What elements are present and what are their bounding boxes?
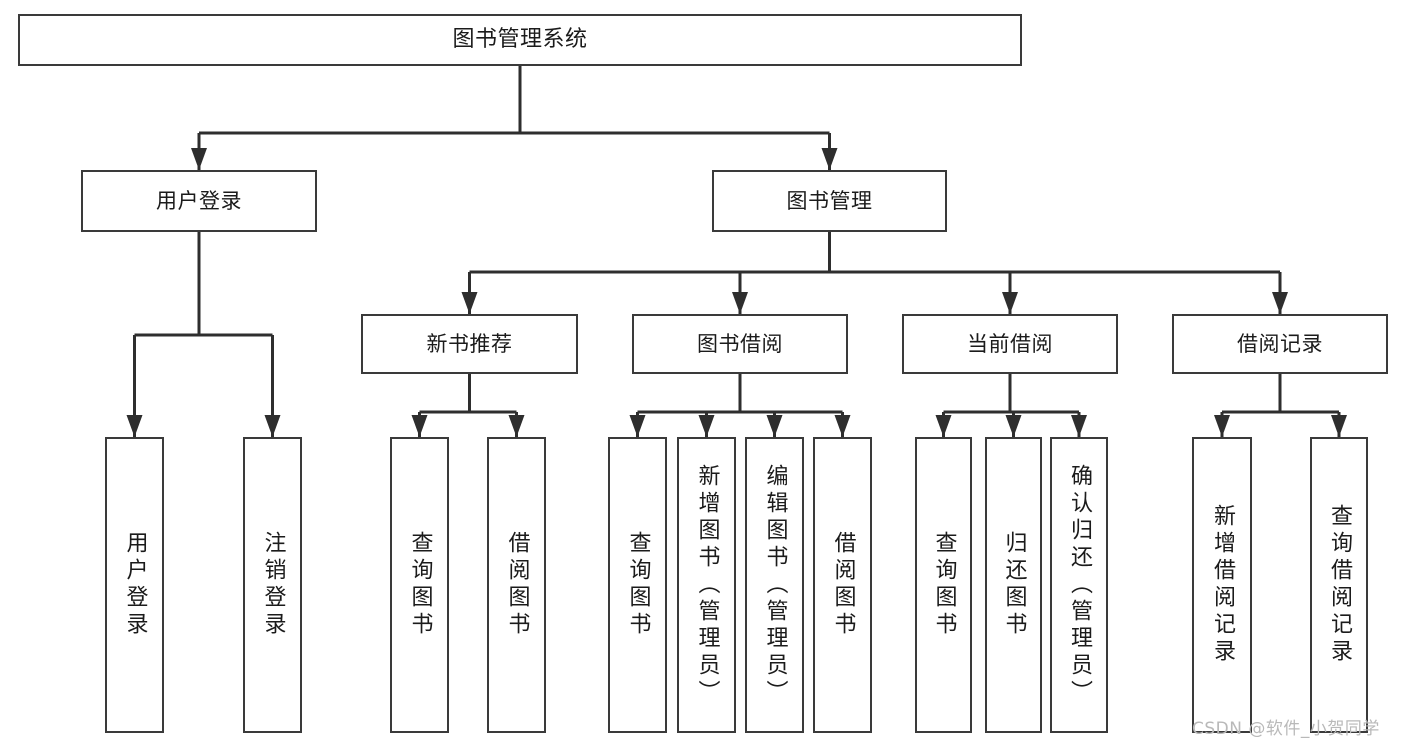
node-l5[interactable]: 查询图书	[608, 437, 667, 733]
node-label-l8: 借阅图书	[830, 531, 856, 639]
node-login[interactable]: 用户登录	[81, 170, 317, 232]
node-root[interactable]: 图书管理系统	[18, 14, 1022, 66]
node-l10[interactable]: 归还图书	[985, 437, 1042, 733]
node-l8[interactable]: 借阅图书	[813, 437, 872, 733]
edge-arrowhead	[411, 415, 428, 437]
node-records[interactable]: 借阅记录	[1172, 314, 1388, 374]
node-l4[interactable]: 借阅图书	[487, 437, 546, 733]
node-label-l10: 归还图书	[1001, 531, 1027, 639]
node-bookmgmt[interactable]: 图书管理	[712, 170, 947, 232]
node-current[interactable]: 当前借阅	[902, 314, 1118, 374]
edge-arrowhead	[126, 415, 143, 437]
node-label-l5: 查询图书	[625, 531, 651, 639]
node-l2[interactable]: 注销登录	[243, 437, 302, 733]
edge-arrowhead	[1214, 415, 1230, 437]
node-label-l2: 注销登录	[260, 531, 286, 639]
edge-arrowhead	[1071, 415, 1087, 437]
node-label-l13: 查询借阅记录	[1327, 504, 1352, 666]
node-label-l11: 确认归还（管理员）	[1067, 463, 1092, 707]
node-label-newrec: 新书推荐	[426, 331, 513, 356]
node-label-l6: 新增图书（管理员）	[694, 463, 720, 707]
edge-arrowhead	[821, 148, 838, 170]
node-borrow[interactable]: 图书借阅	[632, 314, 848, 374]
edge-arrowhead	[264, 415, 281, 437]
node-label-l4: 借阅图书	[504, 531, 530, 639]
node-l11[interactable]: 确认归还（管理员）	[1050, 437, 1108, 733]
edge-arrowhead	[1005, 415, 1022, 437]
node-label-l9: 查询图书	[931, 531, 957, 639]
node-l3[interactable]: 查询图书	[390, 437, 449, 733]
node-label-l12: 新增借阅记录	[1210, 504, 1235, 666]
edge-arrowhead	[461, 292, 478, 314]
edge-arrowhead	[629, 415, 646, 437]
node-l7[interactable]: 编辑图书（管理员）	[745, 437, 804, 733]
node-l9[interactable]: 查询图书	[915, 437, 972, 733]
node-label-l3: 查询图书	[407, 531, 433, 639]
edge-arrowhead	[1002, 292, 1018, 314]
node-label-l1: 用户登录	[122, 531, 148, 639]
edge-arrowhead	[698, 415, 715, 437]
edge-arrowhead	[1331, 415, 1347, 437]
edge-arrowhead	[732, 292, 748, 314]
node-label-records: 借阅记录	[1237, 331, 1323, 356]
node-l13[interactable]: 查询借阅记录	[1310, 437, 1368, 733]
edge-arrowhead	[834, 415, 851, 437]
node-label-current: 当前借阅	[967, 331, 1053, 356]
node-l12[interactable]: 新增借阅记录	[1192, 437, 1252, 733]
edge-arrowhead	[935, 415, 952, 437]
edge-arrowhead	[191, 148, 207, 170]
node-label-root: 图书管理系统	[452, 27, 588, 53]
node-l1[interactable]: 用户登录	[105, 437, 164, 733]
node-newrec[interactable]: 新书推荐	[361, 314, 578, 374]
node-label-bookmgmt: 图书管理	[786, 188, 873, 213]
node-label-l7: 编辑图书（管理员）	[762, 463, 788, 707]
edge-arrowhead	[508, 415, 525, 437]
edge-arrowhead	[766, 415, 783, 437]
node-label-borrow: 图书借阅	[697, 331, 783, 356]
node-label-login: 用户登录	[156, 188, 242, 213]
node-l6[interactable]: 新增图书（管理员）	[677, 437, 736, 733]
edge-arrowhead	[1272, 292, 1288, 314]
